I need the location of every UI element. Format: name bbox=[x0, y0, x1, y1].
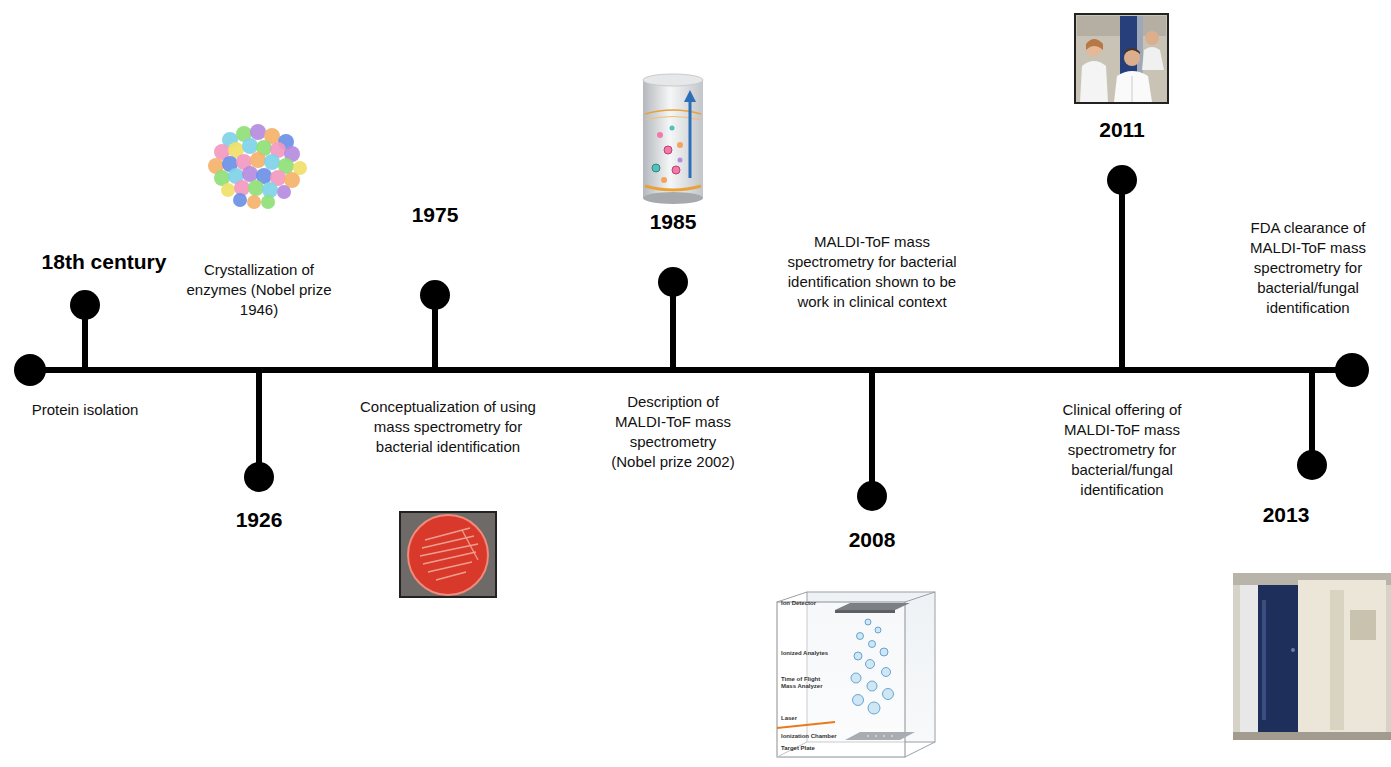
event-date: 18th century bbox=[4, 250, 204, 274]
timeline-axis bbox=[14, 353, 1369, 387]
event-description: Crystallization of enzymes (Nobel prize … bbox=[184, 260, 334, 320]
timeline-dot: 2008MALDI-ToF mass spectrometry for bact… bbox=[857, 481, 887, 511]
event-description: MALDI-ToF mass spectrometry for bacteria… bbox=[772, 232, 972, 312]
event-description: FDA clearance of MALDI-ToF mass spectrom… bbox=[1230, 218, 1386, 318]
event-date: 1975 bbox=[335, 203, 535, 227]
event-date: 1985 bbox=[573, 210, 773, 234]
event-description: Clinical offering of MALDI-ToF mass spec… bbox=[1042, 400, 1202, 500]
timeline-dot: 1985Description of MALDI-ToF mass spectr… bbox=[658, 267, 688, 297]
flight-tube bbox=[643, 74, 703, 204]
timeline-dot: 1926Crystallization of enzymes (Nobel pr… bbox=[244, 462, 274, 492]
instrument-photo bbox=[1233, 573, 1391, 740]
event-description: Protein isolation bbox=[5, 400, 165, 420]
schematic-label: Ionization Chamber bbox=[781, 733, 843, 740]
schematic-label: Ionized Analytes bbox=[781, 650, 839, 657]
event-date: 2008 bbox=[772, 528, 972, 552]
petri-dish-photo bbox=[400, 512, 496, 597]
protein-molecule bbox=[208, 124, 307, 209]
schematic-label: Laser bbox=[781, 715, 811, 722]
event-description: Conceptualization of using mass spectrom… bbox=[348, 397, 548, 457]
lab-staff-photo bbox=[1075, 14, 1168, 103]
schematic-label: Time of Flight Mass Analyzer bbox=[781, 676, 826, 690]
event-date: 1926 bbox=[159, 508, 359, 532]
schematic-label: Target Plate bbox=[781, 745, 831, 752]
timeline-dot: 18th centuryProtein isolation bbox=[70, 290, 100, 320]
event-date: 2013 bbox=[1186, 503, 1386, 527]
event-description: Description of MALDI-ToF mass spectromet… bbox=[607, 392, 739, 472]
timeline-dot: 2011Clinical offering of MALDI-ToF mass … bbox=[1107, 165, 1137, 195]
timeline-dot: 1975Conceptualization of using mass spec… bbox=[420, 280, 450, 310]
maldi-schematic bbox=[777, 592, 935, 757]
event-date: 2011 bbox=[1022, 118, 1222, 142]
schematic-label: Ion Detector bbox=[781, 600, 831, 607]
timeline-dot: 2013FDA clearance of MALDI-ToF mass spec… bbox=[1297, 450, 1327, 480]
